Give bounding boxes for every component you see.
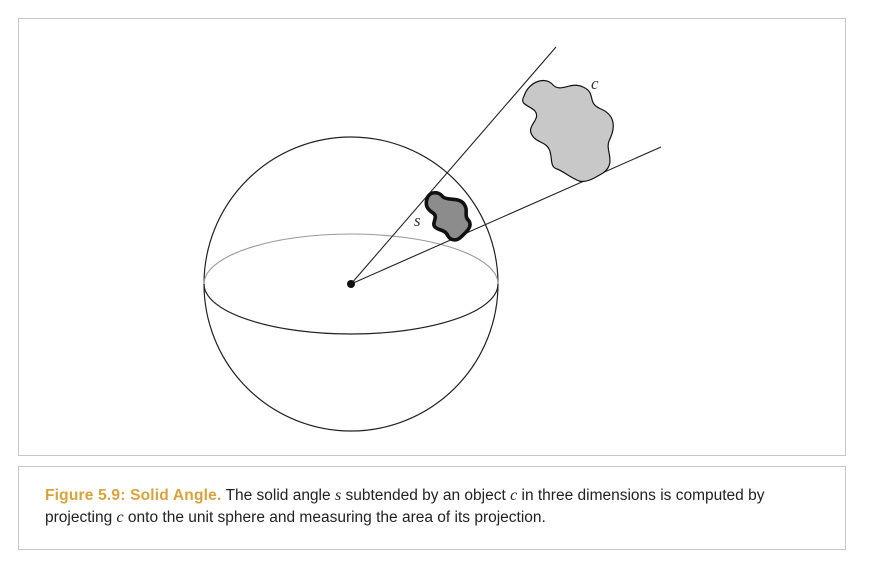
- object-label: c: [591, 74, 599, 93]
- projection-s-shape: [424, 190, 472, 242]
- caption-text-3: in three dimensions is computed by proje…: [45, 487, 765, 526]
- figure-label: Figure 5.9: Solid Angle.: [45, 487, 222, 504]
- sphere-equator-back: [203, 233, 499, 285]
- cone-ray-upper: [350, 46, 557, 285]
- figure-frame: c s: [18, 18, 846, 456]
- cone-ray-lower: [350, 146, 662, 285]
- sphere-equator-front: [203, 283, 499, 335]
- figure-caption: Figure 5.9: Solid Angle. The solid angle…: [18, 466, 846, 550]
- object-c-shape: [522, 79, 614, 183]
- caption-var-s: s: [334, 487, 342, 504]
- caption-var-c: c: [510, 487, 518, 504]
- caption-text-4: onto the unit sphere and measuring the a…: [123, 509, 546, 526]
- caption-text-2: subtended by an object: [341, 487, 511, 504]
- caption-var-c2: c: [116, 509, 124, 526]
- caption-text-1: The solid angle: [221, 487, 335, 504]
- sphere-center-point: [347, 280, 355, 288]
- projection-label: s: [414, 211, 421, 230]
